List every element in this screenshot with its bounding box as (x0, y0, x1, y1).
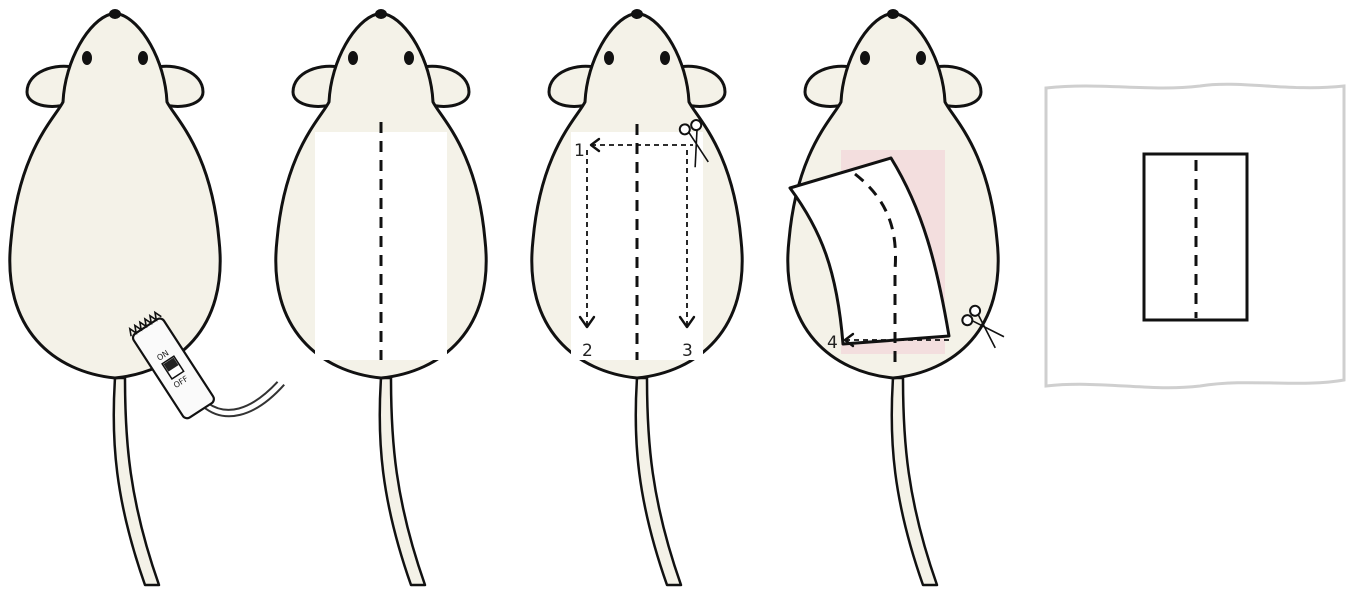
cut-label-3: 3 (682, 341, 693, 361)
cut-label-4: 4 (827, 333, 838, 353)
cut-label-2: 2 (582, 341, 593, 361)
panel-mounted-skin (1046, 84, 1344, 387)
panel-cut-lines: 1 2 3 (532, 9, 742, 585)
panel-shaved-area (276, 9, 486, 585)
panel-shave (10, 9, 220, 585)
cut-label-1: 1 (574, 141, 585, 161)
panel-skin-peel: 4 (788, 9, 1011, 585)
